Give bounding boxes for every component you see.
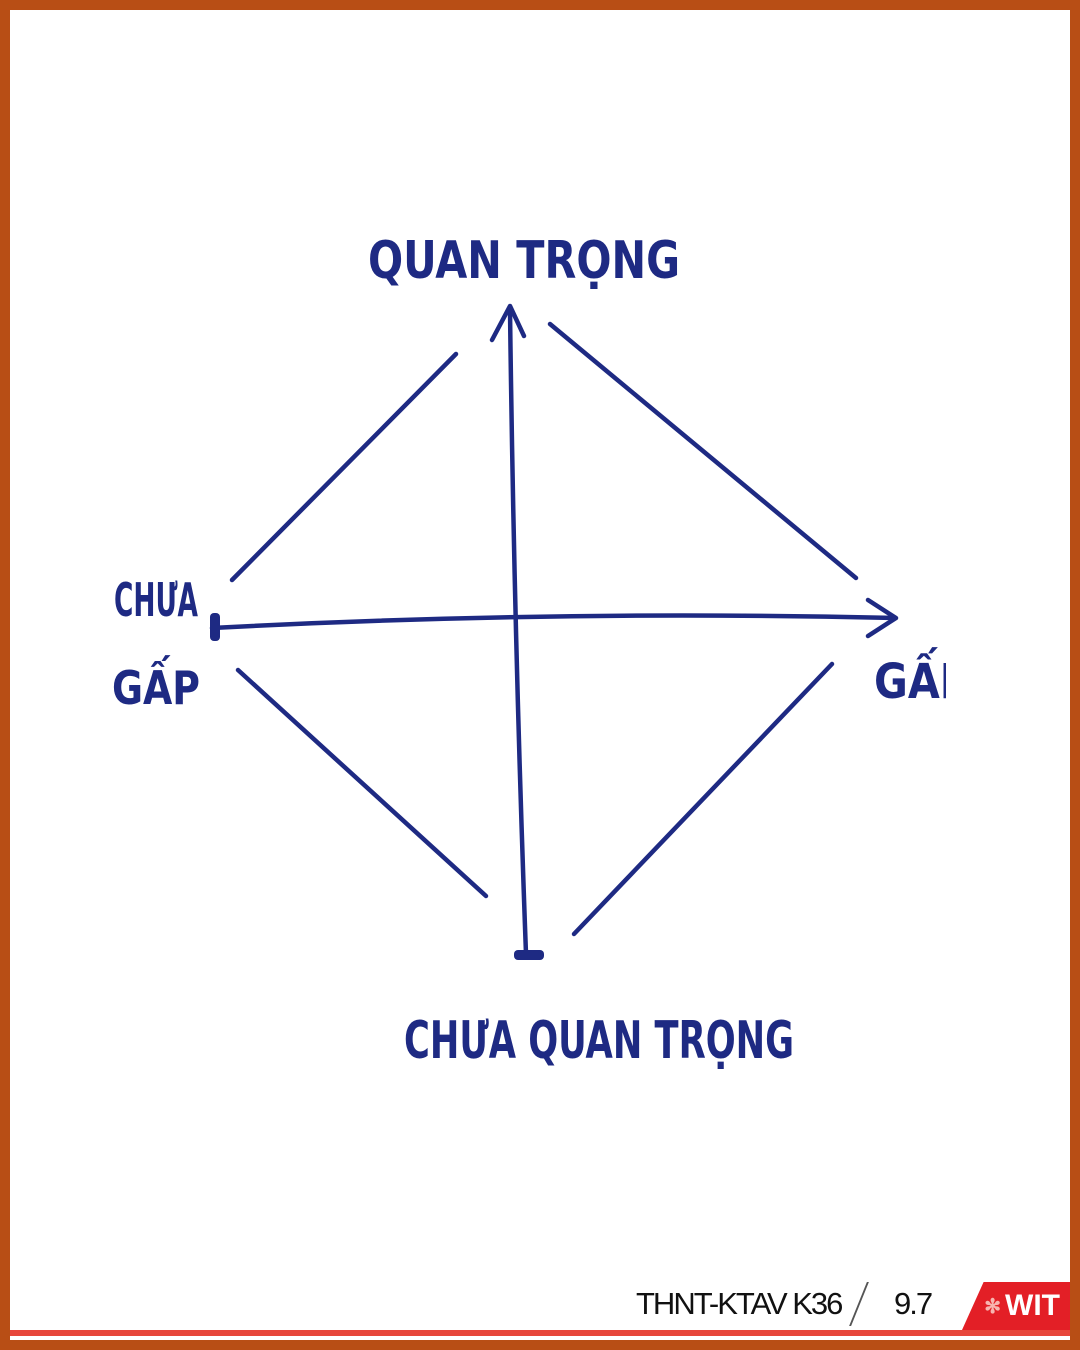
- course-code: THNT-KTAV K36: [636, 1286, 843, 1321]
- label-urgent: GẤP: [874, 647, 970, 710]
- horizontal-arrowhead: [865, 597, 899, 639]
- footer-accent-line: [10, 1330, 1070, 1336]
- vertical-axis: [507, 307, 529, 957]
- diamond-edge-bottom-left: [235, 667, 489, 899]
- vertical-arrowhead: [489, 303, 527, 343]
- diamond-edge-top-left: [229, 351, 459, 583]
- gear-icon: ✻: [984, 1295, 1002, 1318]
- label-not-urgent-line1: CHƯA: [114, 573, 198, 627]
- slide: QUAN TRỌNG CHƯA GẤP GẤP CHƯA QUAN TRỌNG …: [10, 10, 1070, 1340]
- vertical-axis-end-cap: [514, 950, 544, 960]
- priority-matrix-diagram: QUAN TRỌNG CHƯA GẤP GẤP CHƯA QUAN TRỌNG: [112, 231, 970, 1071]
- diamond-edge-top-right: [547, 321, 859, 581]
- page-number: 9.7: [894, 1286, 933, 1321]
- label-not-important: CHƯA QUAN TRỌNG: [404, 1011, 794, 1071]
- label-urgent-clip: GẤP: [874, 647, 970, 710]
- diamond-edge-bottom-right: [571, 661, 835, 937]
- label-important: QUAN TRỌNG: [368, 231, 680, 291]
- logo-text: WIT: [1005, 1289, 1060, 1322]
- wit-logo: ✻ WIT: [962, 1282, 1070, 1330]
- horizontal-axis-end-cap: [210, 613, 220, 641]
- label-not-urgent-line2: GẤP: [112, 655, 200, 715]
- horizontal-axis: [209, 613, 897, 631]
